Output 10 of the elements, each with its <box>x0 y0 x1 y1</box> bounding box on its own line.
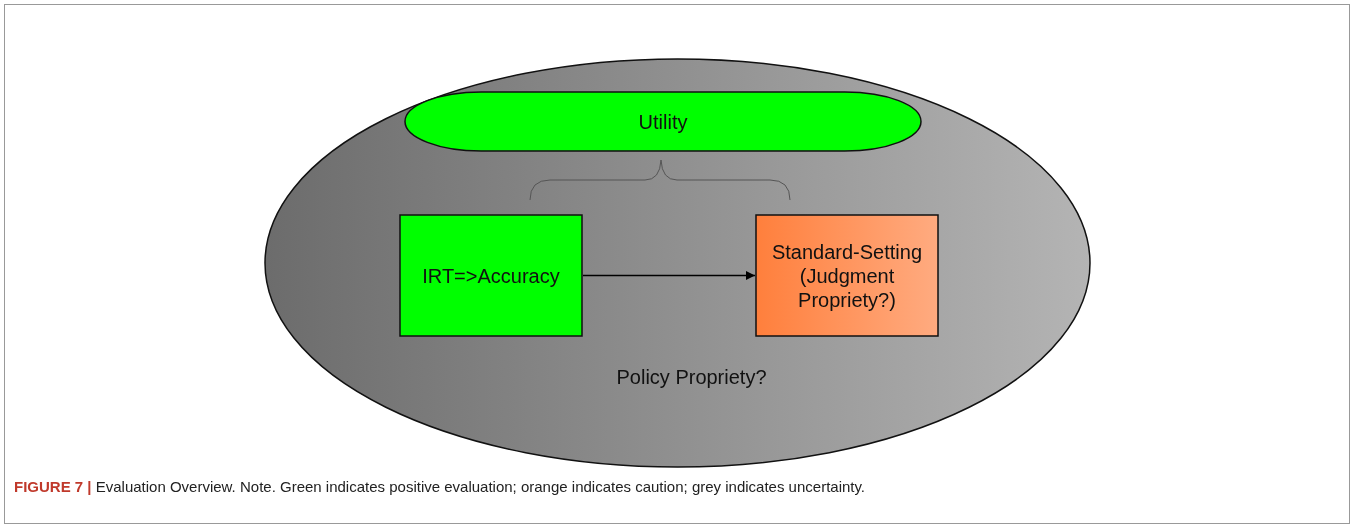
node-label: Standard-Setting (Judgment Propriety?) <box>770 239 924 312</box>
node-label: IRT=>Accuracy <box>421 263 561 288</box>
process-box <box>755 214 939 337</box>
pill-box <box>405 91 921 152</box>
node-label: Policy Propriety? <box>615 365 768 389</box>
process-box <box>399 214 583 337</box>
figure-caption: FIGURE 7 | Evaluation Overview. Note. Green indicates positive evaluation; orange indicates caution; grey indicates uncertainty. <box>14 478 866 495</box>
node-label: Utility <box>637 109 689 134</box>
ellipse-region <box>264 58 1091 468</box>
arrow <box>582 271 756 280</box>
